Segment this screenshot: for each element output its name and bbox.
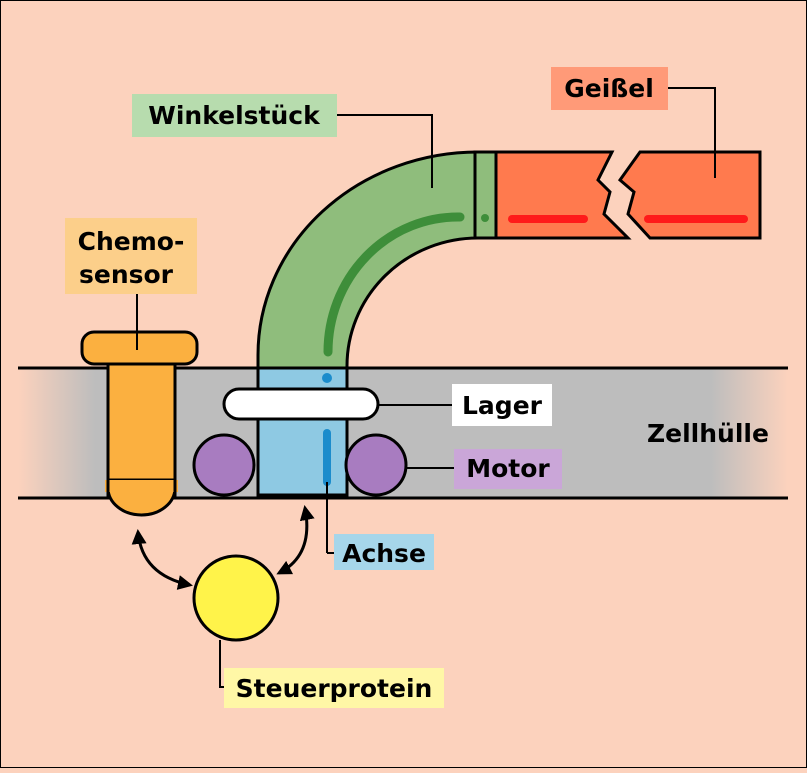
label-geissel: Geißel [564,74,654,103]
motor-left [192,433,256,497]
label-steuerprotein: Steuerprotein [236,674,433,703]
label-bg-lager [452,384,552,426]
bearing [222,387,380,421]
label-bg-steuerprotein [224,668,444,708]
double-arrow-icon [131,529,193,590]
chemosensor-join [105,480,178,492]
label-zellhuelle: Zellhülle [647,419,769,448]
leader-steuerprotein [219,640,224,688]
label-achse: Achse [342,539,426,568]
label-lager: Lager [462,391,543,420]
leader-geissel [668,87,716,178]
axle-dot [322,373,332,383]
hook-junction [473,150,498,240]
label-chemosensor-line2: sensor [79,260,174,289]
label-bg-motor [454,449,562,489]
axle [256,366,349,497]
label-winkelstueck: Winkelstück [148,101,321,130]
leader-winkelstueck [337,114,433,188]
double-arrow-icon [276,505,315,575]
label-bg-winkelstueck [132,94,337,137]
chemosensor-stem [106,350,177,497]
motor-right [344,433,408,497]
label-bg-geissel [551,67,668,110]
steuerprotein-circle [192,554,280,642]
label-motor: Motor [466,454,550,483]
label-chemosensor-line1: Chemo- [78,227,185,256]
flagellum-segment-2 [617,150,762,240]
junction-dot [481,214,489,222]
label-bg-chemosensor [65,218,197,294]
hook-inner-line [323,212,465,357]
chemosensor-head [80,330,199,366]
label-bg-achse [334,534,434,570]
